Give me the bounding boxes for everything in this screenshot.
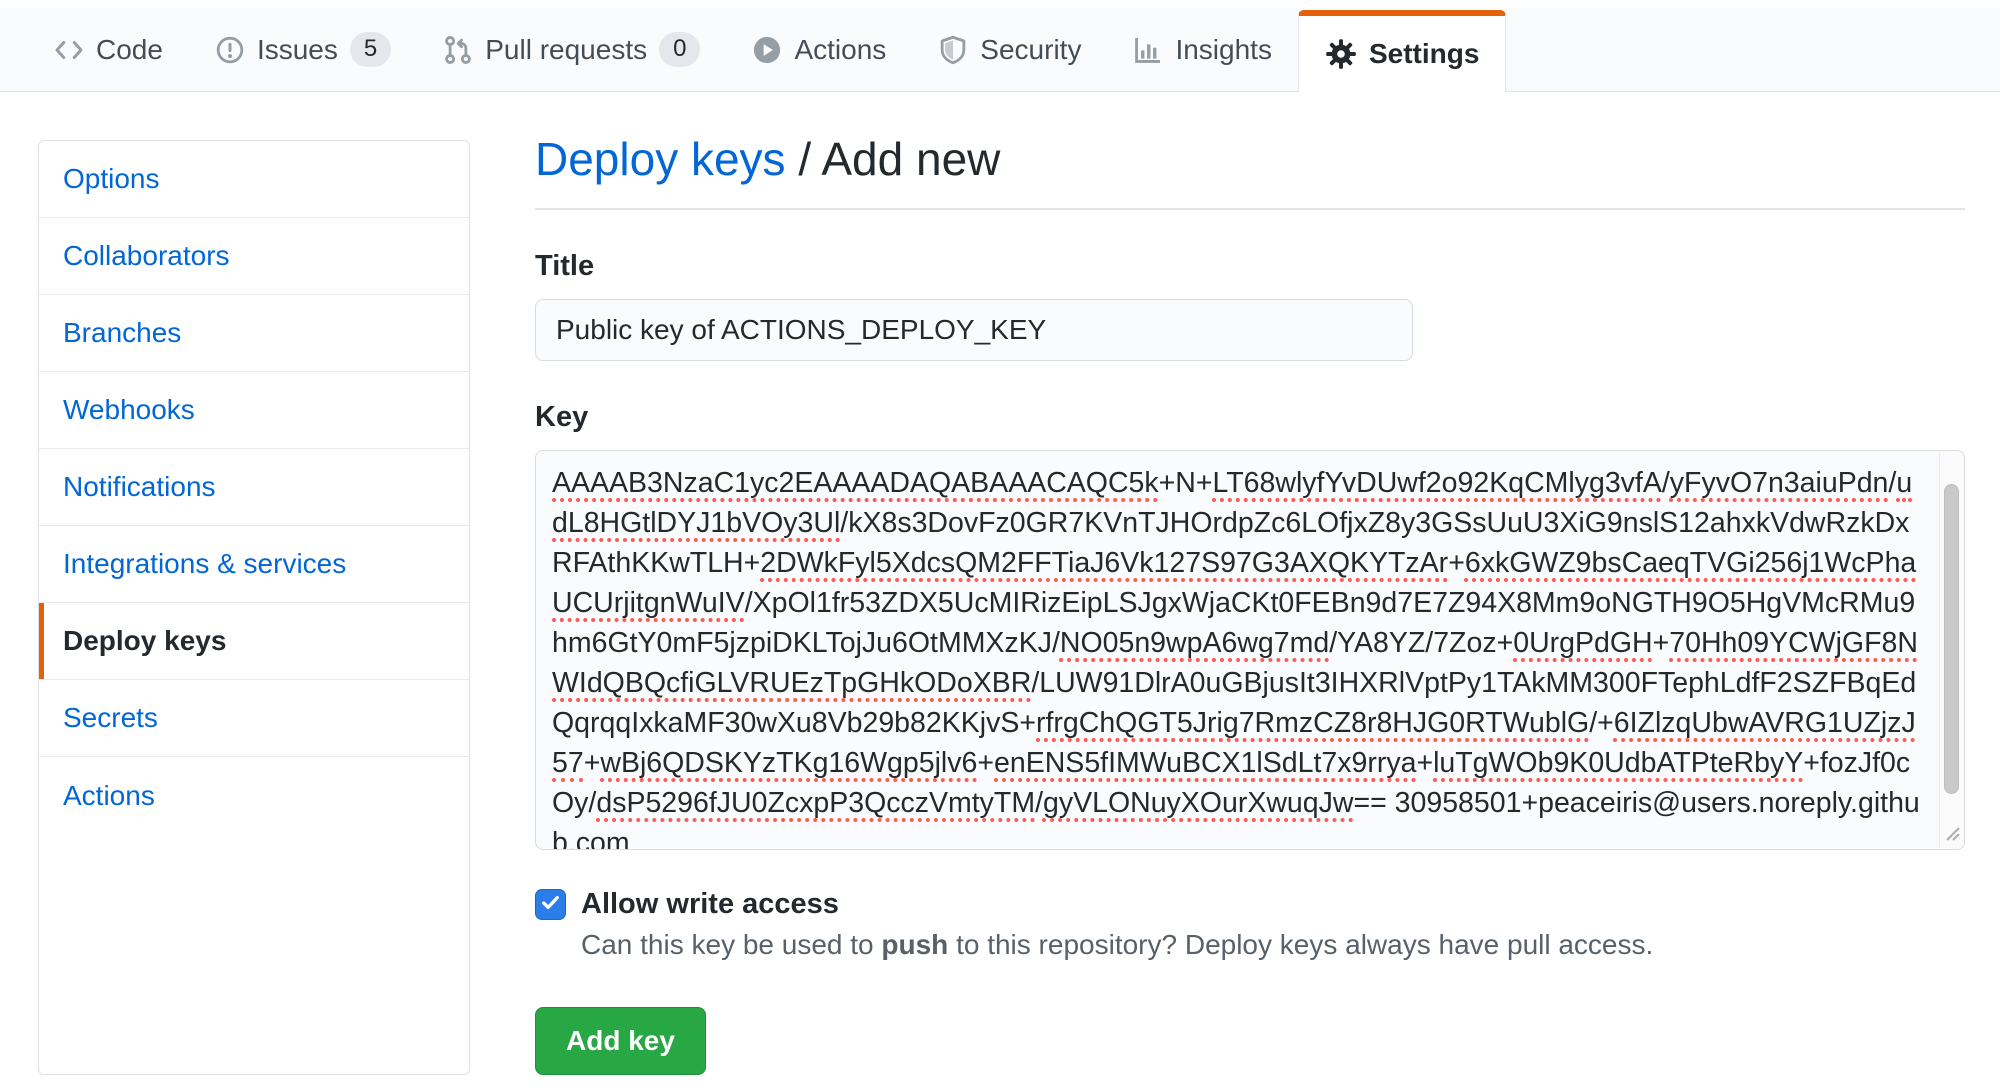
tab-label: Issues: [256, 33, 338, 65]
key-text-segment: luTgWOb9K0UdbATPteRbyY: [1433, 747, 1804, 779]
key-text-segment: +: [1652, 627, 1670, 659]
tab-pull-requests[interactable]: Pull requests 0: [417, 8, 726, 91]
code-icon: [54, 35, 84, 65]
key-text-segment: /: [1661, 467, 1670, 499]
key-text-segment: +N+: [1158, 467, 1213, 499]
key-text-segment: LT68wlyfYvDUwf2o92KqCMlyg3vfA: [1212, 467, 1662, 499]
check-icon: [539, 891, 562, 919]
key-text-segment: yFyvO7n3aiuPdn: [1669, 467, 1889, 499]
deploy-key-form: Deploy keys / Add new Title Key AAAAB3Nz…: [535, 132, 1965, 1075]
key-text-segment: /XpOl1fr53ZDX5UcMIRizEipLSJgxWjaCKt0FEBn…: [552, 587, 1916, 659]
key-text-segment: /+: [1589, 707, 1614, 739]
description-text: to this repository? Deploy keys always h…: [948, 929, 1654, 960]
gear-icon: [1325, 38, 1357, 70]
description-text: Can this key be used to: [581, 929, 882, 960]
git-pull-request-icon: [443, 35, 473, 65]
settings-layout: Options Collaborators Branches Webhooks …: [0, 92, 2000, 1075]
sidebar-item-deploy-keys[interactable]: Deploy keys: [39, 603, 469, 680]
tab-settings[interactable]: Settings: [1297, 10, 1507, 92]
key-text-segment: /: [1035, 787, 1043, 819]
key-text-segment: +fozJf0cOy/: [552, 747, 1911, 819]
key-text-segment: 0UrgPdGH: [1513, 627, 1653, 659]
key-text-segment: +: [1416, 747, 1434, 779]
key-text-segment: enENS5fIMWuBCX1lSdLt7x9rrya: [994, 747, 1417, 779]
graph-icon: [1133, 35, 1163, 65]
allow-write-access-checkbox[interactable]: [535, 889, 566, 920]
sidebar-item-actions[interactable]: Actions: [63, 779, 155, 811]
tab-security[interactable]: Security: [912, 8, 1107, 91]
key-text-segment: /: [1888, 467, 1897, 499]
issue-opened-icon: [215, 35, 245, 65]
key-text-segment: +: [977, 747, 995, 779]
key-text-segment: 6xkGWZ9bsCaeqTVGi256j1WcPhaUCUrjitgnWuIV: [552, 547, 1917, 619]
title-label: Title: [535, 250, 595, 282]
key-textarea[interactable]: AAAAB3NzaC1yc2EAAAADAQABAAACAQC5k+N+LT68…: [535, 450, 1965, 850]
sidebar-item-secrets[interactable]: Secrets: [39, 680, 469, 757]
sidebar-item-notifications[interactable]: Notifications: [39, 449, 469, 526]
key-text-segment: /YA8YZ/7Zoz+: [1329, 627, 1514, 659]
issues-count-badge: 5: [349, 32, 392, 67]
sidebar-item-integrations-services[interactable]: Integrations & services: [39, 526, 469, 603]
allow-write-access-row: Allow write access: [535, 888, 1965, 921]
add-key-button[interactable]: Add key: [535, 1007, 706, 1075]
pull-requests-count-badge: 0: [659, 32, 701, 67]
sidebar-item-options[interactable]: Options: [39, 141, 469, 218]
key-text-segment: 2DWkFyl5XdcsQM2FFTiaJ6Vk127S97G3AXQKYTzA…: [760, 547, 1449, 579]
key-text-segment: +: [583, 747, 601, 779]
key-scrollbar-thumb[interactable]: [1944, 484, 1959, 794]
key-scrollbar-track[interactable]: [1939, 452, 1963, 848]
breadcrumb: Deploy keys / Add new: [535, 132, 1965, 210]
write-access-description: Can this key be used to push to this rep…: [581, 929, 1965, 961]
repo-nav: Code Issues 5 Pull requests 0 Actions Se…: [0, 8, 2000, 92]
key-text-segment: 6IZlzqUbwAVRG1UZjzJ57: [552, 707, 1916, 779]
tab-label: Actions: [794, 33, 887, 65]
tab-code[interactable]: Code: [28, 8, 189, 91]
key-text-segment: /kX8s3DovFz0GR7KVnTJHOrdpZc6LOfjxZ8y3GSs…: [552, 507, 1910, 579]
key-text-segment: dsP5296fJU0ZcxpP3QcczVmtyTM: [596, 787, 1036, 819]
key-text-segment: gyVLONuyXOurXwuqJw: [1042, 787, 1354, 819]
key-text-segment: rfrgChQGT5Jrig7RmzCZ8r8HJG0RTWublG: [1036, 707, 1590, 739]
key-text-segment: AAAAB3NzaC1yc2EAAAADAQABAAACAQC5k: [552, 467, 1159, 499]
key-editor[interactable]: AAAAB3NzaC1yc2EAAAADAQABAAACAQC5k+N+LT68…: [536, 451, 1964, 849]
key-text-segment: 70Hh09YCWjGF8NWIdQBQcfiGLVRUEzTpGHkODoXB…: [552, 627, 1918, 699]
tab-label: Insights: [1175, 33, 1272, 65]
key-label: Key: [535, 401, 589, 433]
allow-write-access-label[interactable]: Allow write access: [581, 888, 839, 920]
deploy-keys-link[interactable]: Deploy keys: [535, 133, 786, 185]
tab-issues[interactable]: Issues 5: [189, 8, 417, 91]
key-text-segment: NO05n9wpA6wg7md: [1059, 627, 1330, 659]
key-text-segment: wBj6QDSKYzTKg16Wgp5jlv6: [600, 747, 978, 779]
shield-icon: [938, 35, 968, 65]
play-icon: [752, 35, 782, 65]
key-text-segment: +: [1448, 547, 1465, 579]
title-input[interactable]: [535, 299, 1413, 361]
page-title: Add new: [821, 133, 1001, 185]
description-bold-text: push: [881, 929, 949, 960]
key-text-segment: /LUW91DlrA0uGBjusIt3IHXRlVptPy1TAkMM300F…: [552, 667, 1917, 739]
sidebar-item-webhooks[interactable]: Webhooks: [39, 372, 469, 449]
settings-sidebar: Options Collaborators Branches Webhooks …: [38, 140, 470, 1075]
breadcrumb-separator: /: [785, 133, 822, 185]
tab-label: Security: [980, 33, 1082, 65]
key-text-segment: == 30958501+peaceiris@users.noreply.gith…: [552, 787, 1920, 850]
sidebar-item-branches[interactable]: Branches: [39, 295, 469, 372]
key-text-segment: udL8HGtlDYJ1bVOy3Ul: [552, 467, 1913, 539]
tab-label: Settings: [1368, 38, 1480, 69]
tab-label: Code: [96, 33, 163, 65]
resize-grip-icon[interactable]: [1939, 820, 1961, 847]
tab-actions[interactable]: Actions: [726, 8, 912, 91]
tab-insights[interactable]: Insights: [1107, 8, 1298, 91]
tab-label: Pull requests: [485, 33, 648, 65]
sidebar-item-collaborators[interactable]: Collaborators: [39, 218, 469, 295]
